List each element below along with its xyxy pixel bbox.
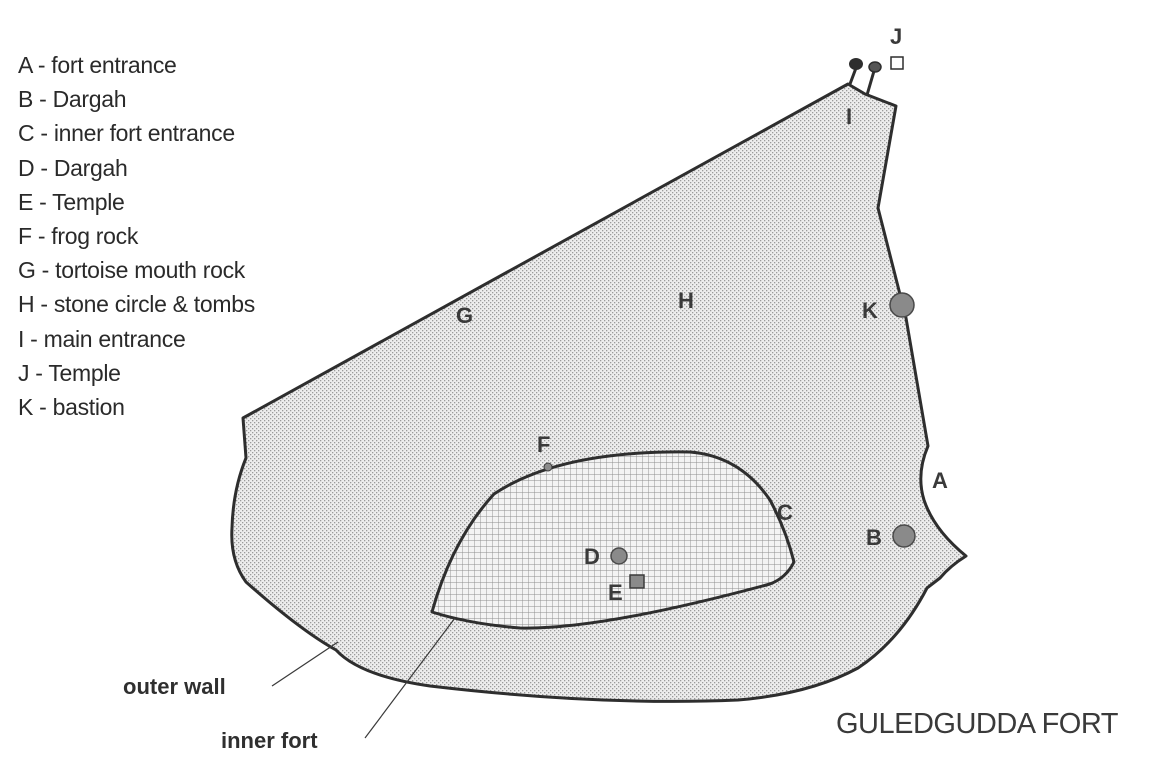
map-label-a: A bbox=[932, 468, 948, 493]
map-label-j: J bbox=[890, 24, 902, 49]
legend-item-f: F - frog rock bbox=[18, 222, 139, 249]
legend-item-g: G - tortoise mouth rock bbox=[18, 257, 246, 284]
legend-item-h: H - stone circle & tombs bbox=[18, 291, 255, 318]
map-label-i: I bbox=[846, 104, 852, 129]
map-label-d: D bbox=[584, 544, 600, 569]
legend-item-c: C - inner fort entrance bbox=[18, 120, 235, 147]
map-label-g: G bbox=[456, 303, 473, 328]
legend-item-j: J - Temple bbox=[18, 359, 121, 386]
legend-item-b: B - Dargah bbox=[18, 86, 127, 113]
legend-item-k: K - bastion bbox=[18, 393, 125, 420]
main-entrance-post-left bbox=[849, 58, 863, 70]
map-legend: A - fort entrance B - Dargah C - inner f… bbox=[18, 48, 255, 424]
legend-item-d: D - Dargah bbox=[18, 154, 128, 181]
inner-fort-leader bbox=[364, 617, 456, 739]
dargah-d-marker bbox=[610, 547, 628, 565]
main-entrance-wall-left bbox=[848, 67, 858, 85]
frog-rock-f-marker bbox=[543, 462, 553, 472]
outer-wall-leader bbox=[271, 641, 339, 687]
main-entrance-post-right bbox=[868, 61, 882, 73]
inner-fort-outline bbox=[430, 450, 796, 630]
map-label-b: B bbox=[866, 525, 882, 550]
bastion-k-marker bbox=[889, 292, 915, 318]
legend-item-e: E - Temple bbox=[18, 188, 125, 215]
legend-item-a: A - fort entrance bbox=[18, 52, 177, 78]
temple-j-marker bbox=[890, 56, 904, 70]
inner-fort-label: inner fort bbox=[221, 728, 318, 753]
legend-item-i: I - main entrance bbox=[18, 325, 186, 352]
map-label-c: C bbox=[777, 500, 793, 525]
map-label-f: F bbox=[537, 432, 550, 457]
map-label-k: K bbox=[862, 298, 878, 323]
map-title: GULEDGUDDA FORT bbox=[835, 708, 1119, 740]
outer-wall-label: outer wall bbox=[123, 674, 226, 699]
main-entrance-wall-right bbox=[865, 70, 876, 96]
temple-e-marker bbox=[629, 574, 645, 589]
map-label-h: H bbox=[678, 288, 694, 313]
dargah-b-marker bbox=[892, 524, 916, 548]
map-label-e: E bbox=[608, 580, 623, 605]
